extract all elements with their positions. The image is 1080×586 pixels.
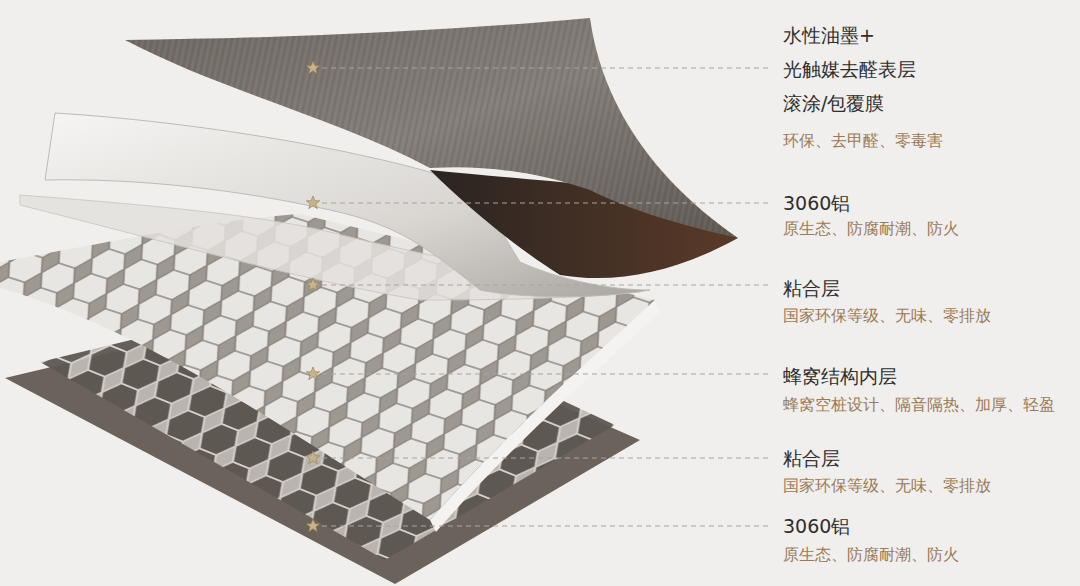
layer-feature: 国家环保等级、无味、零排放	[783, 475, 991, 497]
layer-name: 粘合层	[783, 441, 840, 475]
honeycomb-edge	[430, 300, 660, 532]
layer-name: 粘合层	[783, 271, 840, 305]
top-decor-layer	[125, 18, 738, 238]
layer-name: 水性油墨+ 光触媒去醛表层 滚涂/包覆膜	[783, 18, 953, 120]
layer-feature: 蜂窝空桩设计、隔音隔热、加厚、轻盈	[783, 394, 1055, 416]
layer-feature: 国家环保等级、无味、零排放	[783, 305, 991, 327]
layer-feature: 环保、去甲醛、零毒害	[783, 130, 943, 152]
layer-feature: 原生态、防腐耐潮、防火	[783, 544, 959, 566]
layer-name: 3060铝	[783, 509, 850, 543]
star-markers	[306, 61, 319, 532]
wood-grain	[125, 18, 738, 238]
layer-name: 3060铝	[783, 186, 850, 220]
layer-feature: 原生态、防腐耐潮、防火	[783, 218, 959, 240]
layer-name: 蜂窝结构内层	[783, 359, 897, 393]
leader-lines	[322, 68, 768, 526]
